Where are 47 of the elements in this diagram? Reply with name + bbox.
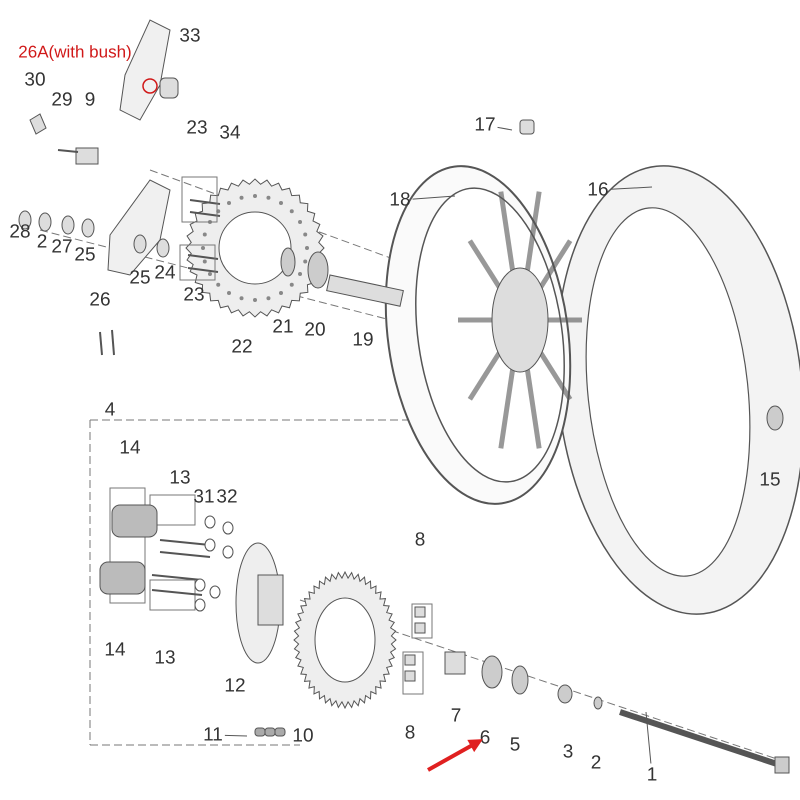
callout-number: 2 bbox=[36, 232, 48, 252]
leader-line bbox=[610, 186, 652, 190]
callout-number: 13 bbox=[169, 468, 191, 488]
callout-number: 17 bbox=[474, 116, 496, 134]
callout-number: 2 bbox=[590, 754, 602, 772]
callout-number: 30 bbox=[24, 70, 46, 90]
callout-number: 3 bbox=[562, 742, 574, 762]
callout-number: 5 bbox=[510, 736, 520, 754]
callout-number: 32 bbox=[216, 488, 238, 506]
leader-line bbox=[497, 126, 512, 130]
callout-number: 8 bbox=[404, 724, 416, 742]
leader-line bbox=[412, 196, 456, 200]
leader-line bbox=[646, 712, 652, 764]
callout-number: 12 bbox=[224, 676, 246, 696]
callout-number: 34 bbox=[219, 124, 241, 142]
callout-number: 25 bbox=[74, 246, 96, 264]
callout-number: 22 bbox=[231, 338, 253, 356]
part-note: 26A(with bush) bbox=[18, 44, 132, 60]
callout-number: 9 bbox=[84, 90, 96, 110]
callout-number: 11 bbox=[203, 726, 223, 744]
callout-number: 14 bbox=[119, 438, 141, 458]
callout-number: 27 bbox=[51, 238, 73, 256]
callout-number: 28 bbox=[9, 222, 31, 242]
callout-number: 26 bbox=[89, 290, 111, 310]
callout-number: 16 bbox=[587, 180, 609, 200]
callout-number: 7 bbox=[450, 706, 462, 726]
callout-number: 1 bbox=[646, 766, 658, 784]
callout-number: 23 bbox=[186, 118, 208, 138]
callout-number: 21 bbox=[272, 318, 294, 336]
callout-number: 33 bbox=[179, 26, 201, 46]
callout-number: 4 bbox=[104, 400, 116, 420]
callout-number: 20 bbox=[304, 320, 326, 340]
callout-number: 13 bbox=[154, 648, 176, 668]
callout-number: 19 bbox=[352, 330, 374, 350]
callout-number: 25 bbox=[129, 268, 151, 288]
callout-number: 18 bbox=[389, 190, 411, 210]
callout-number: 14 bbox=[104, 640, 126, 660]
callout-number: 6 bbox=[480, 728, 490, 748]
callout-number: 29 bbox=[51, 90, 73, 110]
callout-number: 15 bbox=[759, 470, 781, 490]
callout-number: 24 bbox=[154, 264, 176, 282]
callout-number: 31 bbox=[193, 488, 215, 506]
callout-number: 23 bbox=[183, 286, 205, 304]
callout-number: 8 bbox=[414, 530, 426, 550]
callout-number: 10 bbox=[292, 726, 314, 746]
arrow bbox=[427, 739, 483, 772]
leader-line bbox=[224, 734, 248, 736]
